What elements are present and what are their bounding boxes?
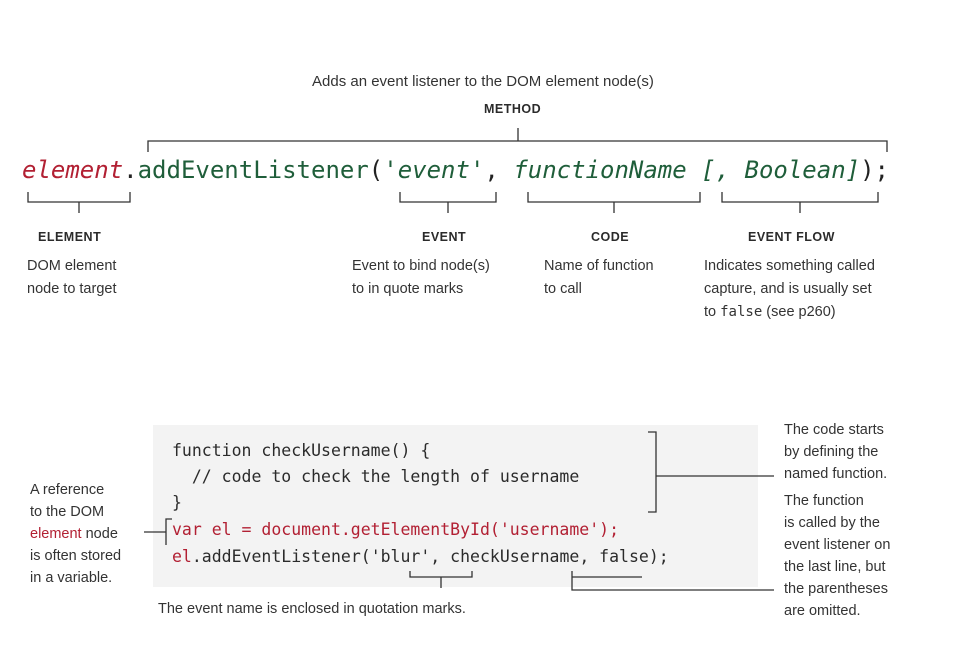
- function-name-underline: [571, 571, 774, 591]
- syntax-comma: ,: [484, 156, 514, 184]
- method-caption: Adds an event listener to the DOM elemen…: [312, 73, 654, 90]
- element-description: DOM element node to target: [27, 258, 117, 297]
- syntax-element: element: [22, 156, 124, 184]
- code-var-el: var el =: [172, 520, 262, 539]
- code-line-4: var el = document.getElementById('userna…: [172, 520, 619, 539]
- blur-underline: [409, 571, 473, 588]
- syntax-optional-arg: [, Boolean]: [701, 156, 861, 184]
- method-header: METHOD: [484, 102, 542, 116]
- event-header: EVENT: [422, 230, 467, 244]
- code-line-2: // code to check the length of username: [172, 467, 580, 486]
- method-bracket: [147, 128, 888, 152]
- flow-header: EVENT FLOW: [748, 230, 835, 244]
- bottom-note: The event name is enclosed in quotation …: [158, 601, 466, 617]
- left-note: A reference to the DOM element node is o…: [30, 482, 122, 586]
- element-header: ELEMENT: [38, 230, 102, 244]
- code-description: Name of function to call: [544, 258, 654, 297]
- code-header: CODE: [591, 230, 630, 244]
- false-keyword: false: [720, 304, 763, 320]
- event-description: Event to bind node(s) to in quote marks: [352, 258, 490, 297]
- code-line-1: function checkUsername() {: [172, 441, 431, 460]
- var-bracket: [144, 518, 172, 545]
- function-bracket: [648, 431, 774, 513]
- code-el-ref: el: [172, 547, 192, 566]
- code-bracket: [527, 192, 701, 213]
- right-bottom-note: The function is called by the event list…: [784, 493, 891, 619]
- flow-description: Indicates something called capture, and …: [704, 258, 875, 320]
- syntax-method-name: addEventListener: [137, 156, 369, 184]
- syntax-close: );: [860, 156, 890, 184]
- syntax-line: element.addEventListener('event', functi…: [22, 156, 889, 184]
- syntax-dot: .: [123, 156, 138, 184]
- code-check-username-ref: checkUsername: [450, 547, 580, 566]
- element-bracket: [27, 192, 131, 213]
- code-line-5: el.addEventListener('blur', checkUsernam…: [172, 547, 669, 566]
- syntax-event-arg: 'event': [383, 156, 485, 184]
- syntax-function-arg: functionName: [513, 156, 687, 184]
- code-line-3: }: [172, 493, 182, 512]
- flow-bracket: [721, 192, 879, 213]
- event-bracket: [399, 192, 497, 213]
- code-get-element: document.getElementById('username');: [261, 520, 620, 539]
- right-top-note: The code starts by defining the named fu…: [784, 422, 888, 482]
- code-blur-event: 'blur': [370, 547, 431, 566]
- syntax-open-paren: (: [368, 156, 384, 184]
- code-example-box: [153, 425, 758, 587]
